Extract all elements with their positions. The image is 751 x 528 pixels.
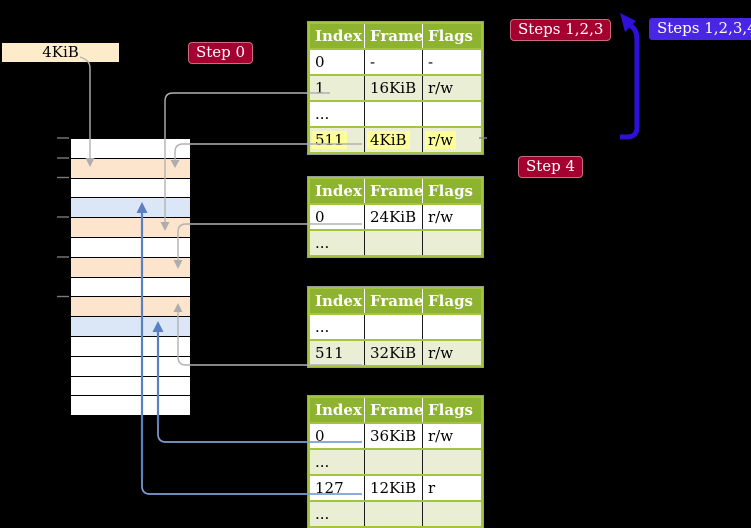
table-cell: r/w <box>428 208 454 226</box>
table-row-...: ... <box>310 229 481 255</box>
table-cell: ... <box>310 102 365 126</box>
header-cell-index: Index <box>310 289 365 313</box>
table-cell: 511 <box>310 341 365 365</box>
table-cell <box>423 450 475 474</box>
table-row-...: ... <box>310 500 481 526</box>
header-cell-flags: Flags <box>428 27 473 45</box>
table-cell: ... <box>310 231 365 255</box>
memory-frame-2-free <box>71 178 190 199</box>
translation-arrow <box>620 13 640 140</box>
memory-frame-6-pagetable <box>71 257 190 278</box>
table-cell: r <box>428 479 436 497</box>
table-cell <box>365 450 423 474</box>
badge-step-4: Step 4 <box>518 156 584 178</box>
badge-step-0: Step 0 <box>188 42 254 64</box>
table-cell <box>423 315 475 339</box>
header-cell-frame: Frame <box>365 179 423 203</box>
table-cell: r/w <box>428 79 454 97</box>
header-cell-frame: Frame <box>365 289 423 313</box>
table-cell: 36KiB <box>365 424 423 448</box>
table-cell: 32KiB <box>365 341 423 365</box>
highlighted-value: r/w <box>425 131 457 149</box>
table-cell: r/w <box>428 427 454 445</box>
highlighted-value: 4KiB <box>367 131 410 149</box>
header-cell-flags: Flags <box>428 401 473 419</box>
table-row-...: ... <box>310 313 481 339</box>
header-cell-frame: Frame <box>365 398 423 422</box>
badge-steps-1-2-3: Steps 1,2,3 <box>510 19 612 41</box>
table-cell: 12KiB <box>365 476 423 500</box>
frame-size-label: 4KiB <box>2 43 119 62</box>
header-cell-flags: Flags <box>428 292 473 310</box>
header-cell-flags: Flags <box>428 182 473 200</box>
header-cell-index: Index <box>310 398 365 422</box>
table-cell: - <box>365 50 423 74</box>
memory-frame-13-free <box>71 396 190 416</box>
table-cell: 16KiB <box>365 76 423 100</box>
header-cell-index: Index <box>310 24 365 48</box>
table-cell: 0 <box>310 205 365 229</box>
table-cell: r/w <box>428 344 454 362</box>
table-cell <box>423 231 475 255</box>
memory-frame-10-free <box>71 336 190 357</box>
memory-frame-9-mapped <box>71 317 190 337</box>
memory-frame-7-free <box>71 277 190 298</box>
memory-frame-4-pagetable <box>71 218 190 238</box>
table-cell: 127 <box>310 476 365 500</box>
memory-frame-1-pagetable <box>71 158 190 179</box>
table-cell: ... <box>310 450 365 474</box>
table-row-511: 511 4KiB r/w <box>310 126 481 152</box>
table-cell <box>365 315 423 339</box>
table-row-...: ... <box>310 448 481 474</box>
table-cell: 24KiB <box>365 205 423 229</box>
badge-steps-1-2-3-4: Steps 1,2,3,4 <box>649 18 751 40</box>
header-cell-index: Index <box>310 179 365 203</box>
memory-frame-11-free <box>71 356 190 377</box>
table-cell: 1 <box>310 76 365 100</box>
memory-frame-12-free <box>71 376 190 397</box>
highlighted-value: 511 <box>312 131 347 149</box>
table-cell: r/w <box>423 128 475 152</box>
memory-frame-8-pagetable <box>71 297 190 318</box>
table-cell <box>423 502 475 526</box>
physical-memory-column <box>70 138 191 417</box>
table-cell <box>423 102 475 126</box>
table-cell <box>365 231 423 255</box>
table-cell: - <box>428 53 434 71</box>
table-cell: 0 <box>310 50 365 74</box>
table-cell: 0 <box>310 424 365 448</box>
table-cell <box>365 102 423 126</box>
table-row-0: 0-- <box>310 48 481 74</box>
memory-frame-5-free <box>71 237 190 258</box>
table-cell: ... <box>310 502 365 526</box>
memory-frame-0-free <box>71 139 190 159</box>
memory-tick-marks <box>57 137 69 298</box>
table-cell: ... <box>310 315 365 339</box>
table-cell: 4KiB <box>365 128 423 152</box>
memory-frame-3-mapped <box>71 198 190 219</box>
header-cell-frame: Frame <box>365 24 423 48</box>
table-cell: 511 <box>310 128 365 152</box>
table-row-...: ... <box>310 100 481 126</box>
table-cell <box>365 502 423 526</box>
